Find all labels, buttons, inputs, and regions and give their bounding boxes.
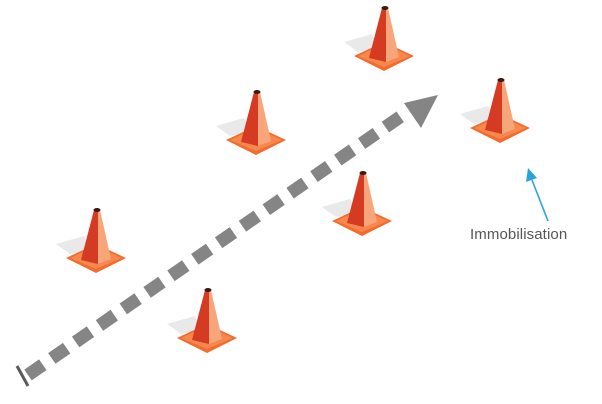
cone-tip [205, 288, 212, 292]
cone-tip [498, 78, 505, 82]
traffic-cone-icon [344, 6, 414, 71]
traffic-cone-icon [322, 171, 392, 236]
cone-tip [254, 90, 261, 94]
cone-tip [94, 208, 101, 212]
cone-body-right [258, 92, 271, 146]
callout-arrow [526, 168, 548, 221]
immobilisation-label: Immobilisation [470, 226, 602, 243]
cone-body-right [209, 290, 222, 344]
cone-body-right [502, 80, 515, 134]
cone-tip [382, 6, 389, 10]
traffic-cone-icon [167, 288, 237, 353]
cone-tip [360, 171, 367, 175]
path-arrow-head [404, 95, 438, 128]
traffic-cone-icon [216, 90, 286, 155]
cone-body-right [386, 8, 399, 62]
traffic-cone-icon [460, 78, 530, 143]
callout-arrow-line [532, 180, 548, 221]
traffic-cone-icon [56, 208, 126, 273]
cone-body-right [364, 173, 377, 227]
callout-arrow-head [526, 168, 537, 182]
cone-body-right [98, 210, 111, 264]
